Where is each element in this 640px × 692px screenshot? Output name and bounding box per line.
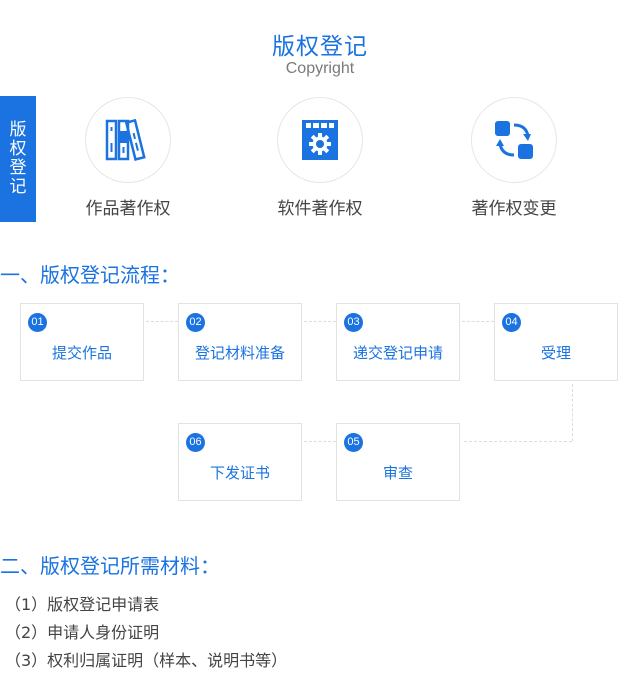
process-step-02: 02 登记材料准备: [178, 303, 302, 381]
side-tab-label: 版权登记: [9, 120, 27, 197]
process-section-title: 一、版权登记流程：: [0, 263, 180, 287]
connector-line: [304, 441, 336, 442]
category-label: 著作权变更: [471, 199, 557, 219]
side-tab[interactable]: 版权登记: [0, 96, 36, 222]
category-label: 软件著作权: [277, 199, 363, 219]
step-number-badge: 03: [344, 313, 363, 332]
category-label: 作品著作权: [85, 199, 171, 219]
page-subtitle: Copyright: [285, 60, 355, 77]
step-label: 提交作品: [51, 344, 112, 362]
process-step-06: 06 下发证书: [178, 423, 302, 501]
materials-list-item: （2）申请人身份证明: [5, 623, 160, 642]
category-circle: [277, 97, 363, 183]
step-number-badge: 01: [28, 313, 47, 332]
software-gear-icon: [302, 120, 338, 160]
step-label: 递交登记申请: [352, 344, 443, 362]
connector-line: [572, 384, 573, 441]
page-title: 版权登记: [272, 34, 368, 60]
category-copyright-change[interactable]: 著作权变更: [459, 97, 569, 219]
exchange-icon: [495, 121, 533, 159]
connector-line: [464, 441, 572, 442]
process-step-04: 04 受理: [494, 303, 618, 381]
materials-list: （1）版权登记申请表 （2）申请人身份证明 （3）权利归属证明（样本、说明书等）: [5, 591, 287, 675]
category-circle: [471, 97, 557, 183]
materials-list-item: （1）版权登记申请表: [5, 595, 160, 614]
category-works-copyright[interactable]: 作品著作权: [73, 97, 183, 219]
step-number-badge: 06: [186, 433, 205, 452]
step-number-badge: 05: [344, 433, 363, 452]
materials-section-title: 二、版权登记所需材料：: [0, 554, 220, 578]
category-software-copyright[interactable]: 软件著作权: [265, 97, 375, 219]
step-label: 下发证书: [209, 464, 270, 482]
connector-line: [146, 321, 178, 322]
step-label: 登记材料准备: [194, 344, 285, 362]
process-step-03: 03 递交登记申请: [336, 303, 460, 381]
connector-line: [462, 321, 494, 322]
step-label: 受理: [540, 344, 571, 362]
process-step-01: 01 提交作品: [20, 303, 144, 381]
process-step-05: 05 审查: [336, 423, 460, 501]
materials-list-item: （3）权利归属证明（样本、说明书等）: [5, 651, 288, 670]
connector-line: [304, 321, 336, 322]
step-label: 审查: [382, 464, 413, 482]
step-number-badge: 02: [186, 313, 205, 332]
step-number-badge: 04: [502, 313, 521, 332]
category-circle: [85, 97, 171, 183]
books-icon: [105, 119, 146, 161]
